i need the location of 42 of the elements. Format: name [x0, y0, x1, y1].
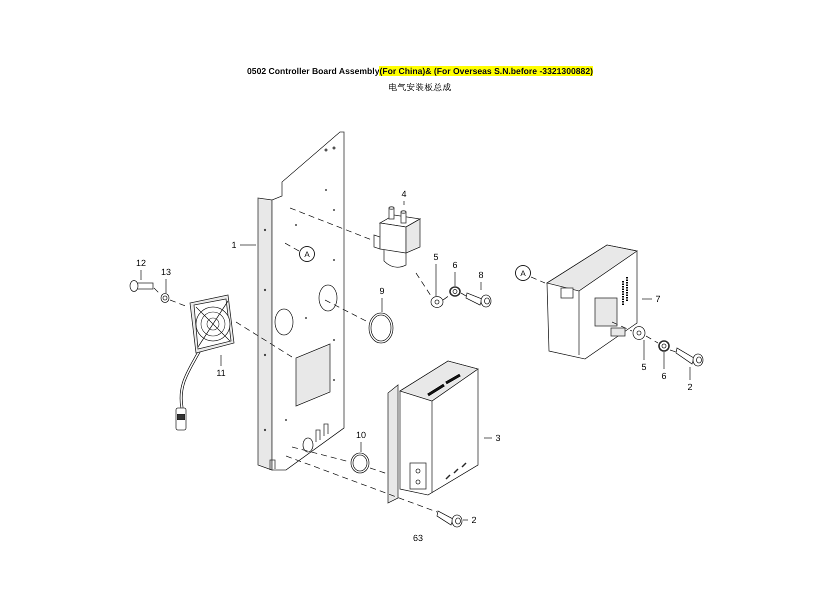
assembly-line: [416, 272, 432, 296]
leader-line: [360, 442, 362, 452]
leader-line: [454, 272, 456, 286]
assembly-line: [460, 292, 466, 296]
callout-number: 5: [638, 360, 650, 374]
callout-number: 11: [213, 366, 229, 380]
leader-line: [240, 244, 256, 246]
title: 0502 Controller Board Assembly: [247, 66, 380, 76]
leader-line: [480, 282, 482, 290]
reference-mark: A: [515, 265, 531, 281]
callout-number: 12: [133, 256, 149, 270]
assembly-line: [646, 336, 658, 344]
callout-number: 8: [475, 268, 487, 282]
leader-line: [220, 354, 222, 366]
callout-number: 7: [652, 292, 664, 306]
callout-number: 6: [449, 258, 461, 272]
leader-line: [642, 298, 652, 300]
assembly-line: [370, 468, 388, 474]
assembly-line: [442, 294, 450, 300]
callout-number: 13: [158, 265, 174, 279]
callout-number: 9: [376, 284, 388, 298]
assembly-line: [236, 322, 292, 358]
assembly-line: [670, 350, 676, 352]
assembly-line: [530, 276, 546, 284]
leader-line: [140, 270, 142, 280]
callout-number: 2: [684, 380, 696, 394]
callout-number: 4: [398, 187, 410, 201]
page-number: 63: [412, 533, 424, 543]
subtitle: 电气安装板总成: [388, 82, 452, 94]
assembly-line: [154, 288, 162, 296]
callout-number: 1: [228, 238, 240, 252]
callout-number: 3: [492, 431, 504, 445]
callout-number: 10: [353, 428, 369, 442]
assembly-line: [290, 208, 372, 240]
assembly-line: [324, 300, 368, 322]
assembly-line: [612, 322, 632, 332]
assembly-line: [286, 456, 438, 512]
callout-number: 5: [430, 250, 442, 264]
assembly-line: [282, 242, 300, 252]
callout-number: 6: [658, 369, 670, 383]
highlighted-note: (For China)& (For Overseas S.N.before -3321300882): [379, 66, 593, 76]
callout-number: 2: [468, 513, 480, 527]
